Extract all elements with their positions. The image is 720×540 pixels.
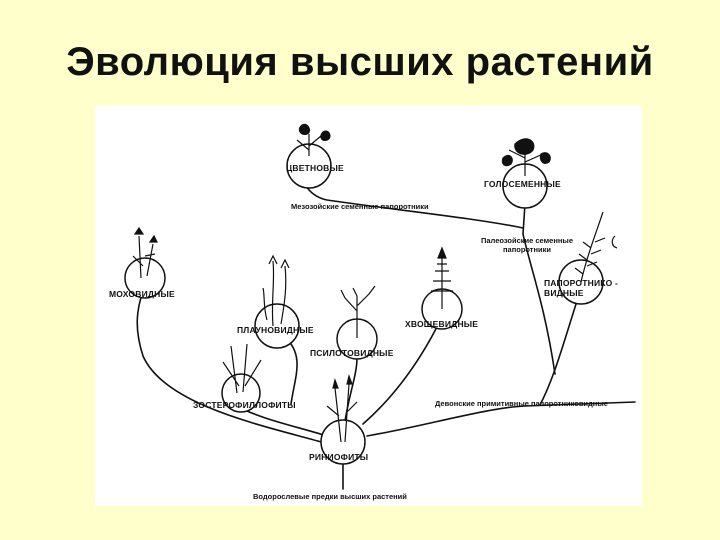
group-circles (124, 143, 604, 465)
diagram-graphics (124, 123, 636, 490)
note-paleozoic-seed-ferns: Палеозойские семенные папоротники (467, 236, 587, 254)
branch-gymnosperms (522, 203, 526, 235)
label-ferns-line1: ПАПОРОТНИКО - (544, 278, 619, 288)
label-flowering: ЦВЕТНОВЫЕ (286, 163, 344, 173)
branch-horsetails (362, 320, 441, 425)
label-psilotes: ПСИЛОТОВИДНЫЕ (310, 348, 394, 358)
branch-flowering (304, 183, 524, 229)
circle-zosterophylls (221, 373, 261, 413)
branch-ferns (539, 300, 578, 406)
branch-mosses (136, 285, 326, 444)
branch-lycopods (284, 336, 298, 405)
note-paleozoic-line1: Палеозойские семенные (480, 236, 573, 245)
slide-title: Эволюция высших растений (66, 40, 654, 84)
note-mesozoic-seed-ferns: Мезозойские семенные папоротники (291, 202, 429, 211)
label-gymnosperms: ГОЛОСЕМЕННЫЕ (484, 179, 561, 189)
label-horsetails: ХВОЩЕВИДНЫЕ (405, 319, 479, 329)
label-zosterophylls: ЗОСТЕРОФИЛЛОФИТЫ (193, 400, 296, 410)
branch-devonian (366, 401, 636, 437)
note-algal-ancestors: Водорослевые предки высших растений (253, 492, 407, 501)
note-paleozoic-line2: папоротники (503, 245, 551, 254)
label-ferns: ПАПОРОТНИКО - ВИДНЫЕ (544, 278, 618, 298)
circle-rhyniophytes (320, 419, 366, 465)
circle-mosses (124, 257, 166, 299)
plant-sketches (132, 123, 618, 443)
branch-lines (136, 183, 636, 490)
evolution-diagram: ЦВЕТНОВЫЕ ГОЛОСЕМЕННЫЕ Мезозойские семен… (95, 106, 642, 506)
label-mosses: МОХОВИДНЫЕ (109, 289, 175, 299)
label-rhyniophytes: РИНИОФИТЫ (309, 452, 369, 462)
label-lycopods: ПЛАУНОВИДНЫЕ (237, 325, 314, 335)
note-devonian-ferns: Девонские примитивные папоротниковидные (435, 399, 608, 408)
branch-paleozoic (522, 233, 556, 375)
label-ferns-line2: ВИДНЫЕ (544, 288, 584, 298)
